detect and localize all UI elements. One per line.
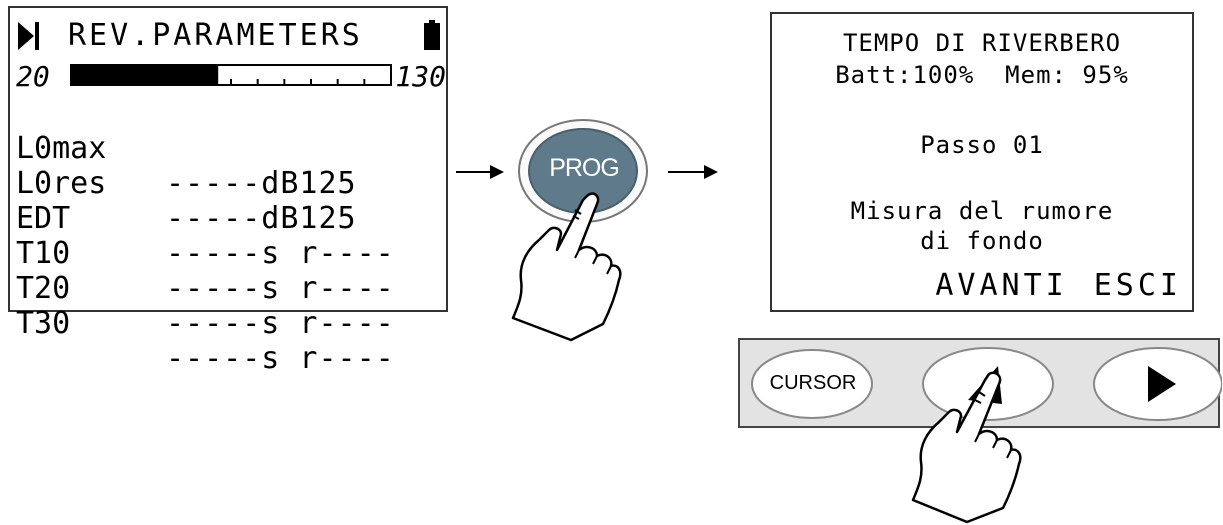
- play-icon: [18, 22, 39, 50]
- screen-header: REV.PARAMETERS: [16, 18, 442, 54]
- param-name: T30: [16, 306, 71, 341]
- param-row: EDT -----s r----: [16, 166, 446, 271]
- cursor-key-label: CURSOR: [769, 372, 857, 394]
- param-value: -----s r----: [166, 341, 395, 376]
- param-row: T20 -----s r----: [16, 236, 446, 341]
- rev-parameters-screen: REV.PARAMETERS 20 130 L0max -----dB125 L…: [8, 6, 448, 376]
- range-min: 20: [16, 60, 50, 93]
- param-name: T10: [16, 236, 71, 271]
- level-bar-fill: [71, 65, 219, 85]
- parameter-list: L0max -----dB125 L0res -----dB125 EDT --…: [16, 96, 446, 376]
- param-row: T30 -----s r----: [16, 271, 446, 376]
- right-arrow-icon: [668, 165, 718, 179]
- prog-button-label: PROG: [549, 154, 620, 182]
- right-arrow-icon: [456, 165, 504, 179]
- level-bar: [70, 64, 392, 86]
- range-max: 130: [395, 60, 446, 93]
- next-softkey-label: AVANTI: [935, 268, 1068, 303]
- step-label: Passo 01: [920, 131, 1044, 159]
- param-name: T20: [16, 271, 71, 306]
- pointing-hand-icon: [911, 371, 1022, 524]
- prog-button[interactable]: [518, 119, 648, 223]
- exit-softkey-label: ESCI: [1093, 268, 1182, 303]
- battery-status: Batt:100%: [835, 61, 975, 89]
- param-row: L0max -----dB125: [16, 96, 446, 201]
- param-value: -----dB125: [166, 166, 357, 201]
- memory-status: Mem: 95%: [1005, 61, 1129, 89]
- message-line-2: di fondo: [920, 227, 1044, 255]
- message-line-1: Misura del rumore: [850, 197, 1114, 225]
- param-value: -----s r----: [166, 236, 395, 271]
- status-line: Batt:100% Mem: 95%: [772, 60, 1192, 90]
- cursor-key[interactable]: [751, 349, 873, 419]
- right-arrow-icon: [1148, 366, 1176, 402]
- pointing-hand-icon: [511, 192, 622, 342]
- param-name: L0res: [16, 166, 107, 201]
- level-range: 20 130: [16, 60, 446, 94]
- prog-key-area: PROG: [505, 118, 655, 348]
- screen-title: TEMPO DI RIVERBERO: [842, 29, 1122, 57]
- param-name: EDT: [16, 201, 71, 236]
- battery-icon: [424, 20, 440, 50]
- param-value: -----dB125: [166, 201, 357, 236]
- screen-title: REV.PARAMETERS: [68, 18, 363, 53]
- param-row: L0res -----dB125: [16, 131, 446, 236]
- param-row: T10 -----s r----: [16, 201, 446, 306]
- param-name: L0max: [16, 131, 107, 166]
- softkey-labels: AVANTI ESCI: [909, 268, 1182, 304]
- reverb-time-screen: TEMPO DI RIVERBERO Batt:100% Mem: 95% Pa…: [770, 12, 1194, 312]
- param-value: -----s r----: [166, 306, 395, 341]
- param-value: -----s r----: [166, 271, 395, 306]
